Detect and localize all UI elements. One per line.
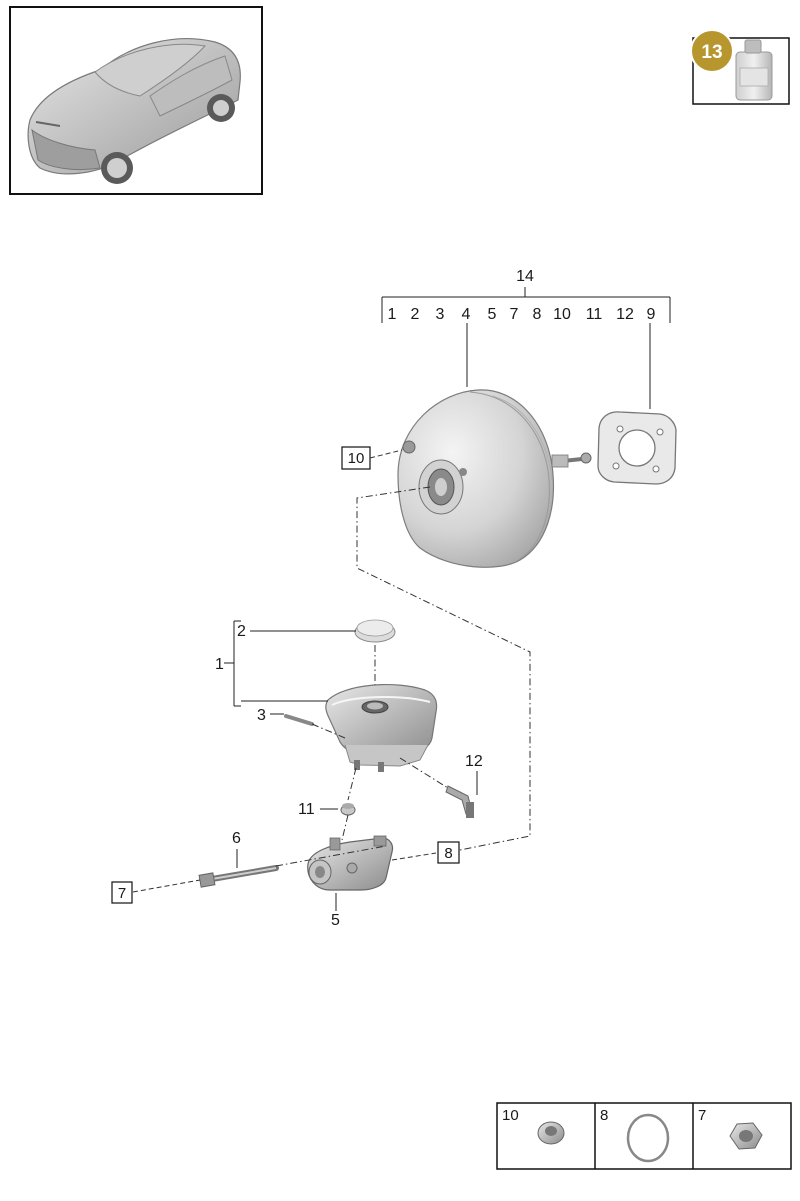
kit-item-2[interactable]: 2 (411, 306, 420, 323)
kit-item-4[interactable]: 4 (462, 306, 471, 323)
callout-6[interactable]: 6 (232, 830, 241, 847)
kit-number[interactable]: 14 (516, 268, 534, 285)
callout-3[interactable]: 3 (257, 707, 266, 724)
pushrod-bolt[interactable] (198, 865, 279, 888)
reservoir-bracket (224, 620, 241, 707)
kit-item-1[interactable]: 1 (388, 306, 397, 323)
callout-label: 8 (444, 845, 452, 862)
legend-cell-8[interactable]: 8 (600, 1107, 670, 1163)
kit-item-5[interactable]: 5 (488, 306, 497, 323)
brake-fluid-bottle-icon (735, 39, 773, 101)
legend-cell-10[interactable]: 10 (502, 1107, 565, 1145)
brake-fluid-reservoir[interactable] (325, 683, 438, 772)
reservoir-cap[interactable] (354, 619, 396, 643)
assembly-path (356, 486, 531, 852)
legend-number: 7 (698, 1107, 706, 1124)
part-number-badge (690, 29, 734, 73)
kit-item-8[interactable]: 8 (533, 306, 542, 323)
small-parts-legend: 10 8 7 (496, 1102, 792, 1170)
grommet[interactable] (340, 803, 356, 816)
level-sensor[interactable] (284, 714, 314, 726)
callout-box-10[interactable]: 10 (341, 446, 371, 470)
badge-label: 13 (701, 42, 722, 63)
callout-12[interactable]: 12 (465, 753, 483, 770)
booster-gasket[interactable] (597, 411, 677, 485)
hex-nut-icon (729, 1122, 763, 1150)
legend-number: 10 (502, 1107, 519, 1124)
callout-2[interactable]: 2 (237, 623, 246, 640)
kit-item-3[interactable]: 3 (436, 306, 445, 323)
seal-ring-icon (626, 1113, 670, 1163)
car-illustration (27, 38, 241, 184)
fluid-reference[interactable]: 13 (690, 29, 790, 105)
legend-number: 8 (600, 1107, 608, 1124)
kit-item-7[interactable]: 7 (510, 306, 519, 323)
vehicle-thumbnail (9, 6, 263, 195)
kit-item-9[interactable]: 9 (647, 306, 656, 323)
callout-label: 10 (348, 450, 365, 467)
brake-booster[interactable] (397, 389, 592, 568)
master-cylinder[interactable] (307, 835, 394, 891)
callout-box-7[interactable]: 7 (111, 881, 133, 904)
callout-1[interactable]: 1 (215, 656, 224, 673)
callout-5[interactable]: 5 (331, 912, 340, 929)
callout-label: 7 (118, 885, 126, 902)
kit-item-10[interactable]: 10 (553, 306, 571, 323)
nut-icon (537, 1121, 565, 1145)
callout-11[interactable]: 11 (298, 801, 315, 818)
kit-item-12[interactable]: 12 (616, 306, 634, 323)
pressure-sender[interactable] (445, 785, 474, 818)
legend-cell-7[interactable]: 7 (698, 1107, 763, 1150)
kit-item-11[interactable]: 11 (586, 306, 603, 323)
callout-box-8[interactable]: 8 (437, 841, 460, 864)
